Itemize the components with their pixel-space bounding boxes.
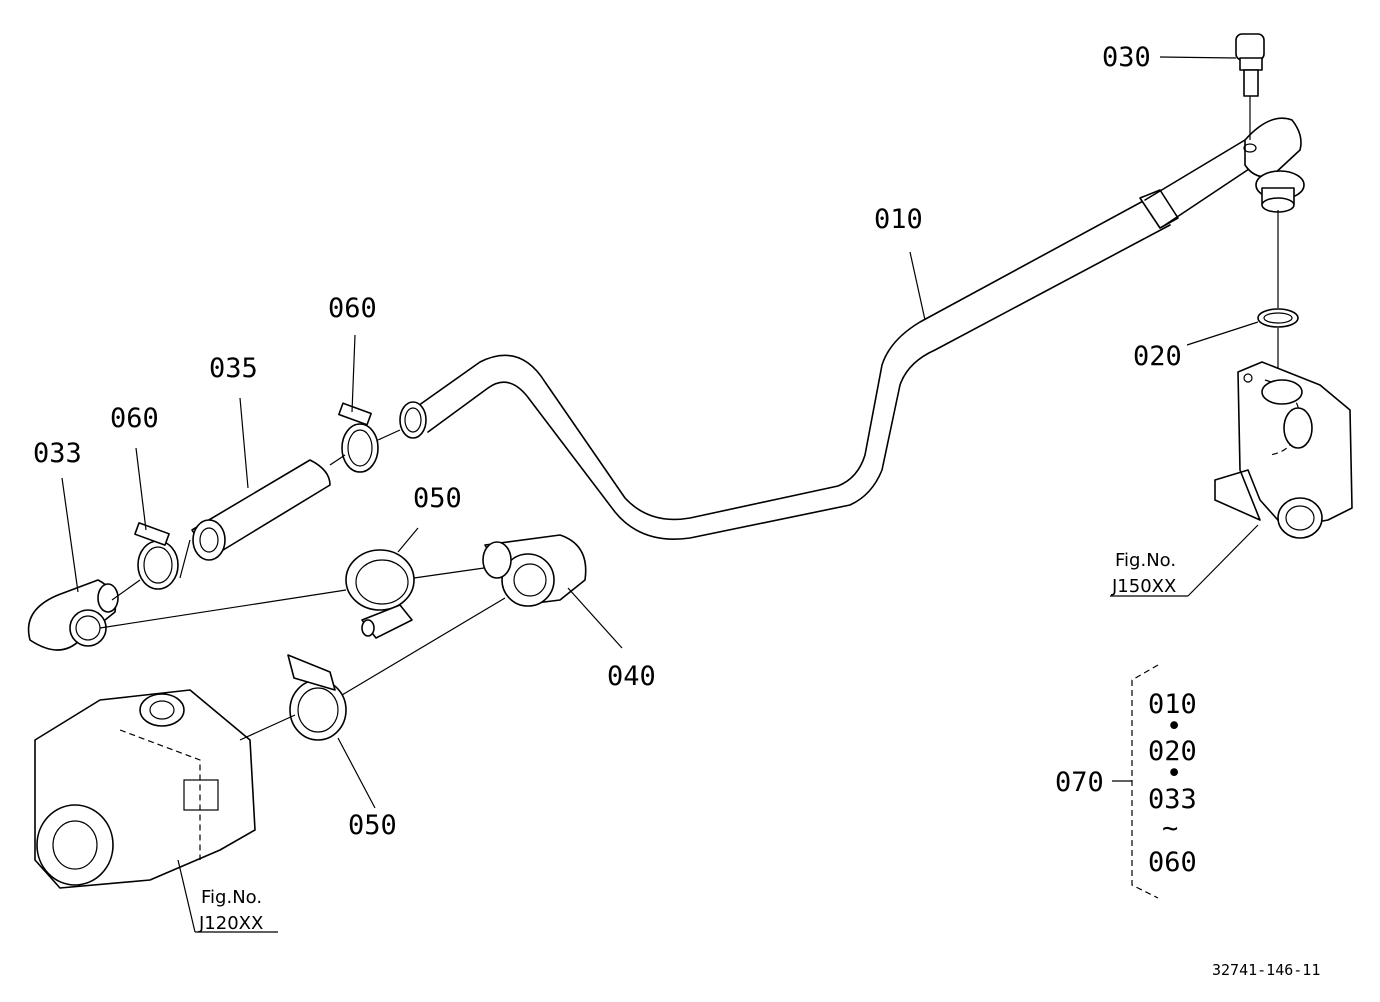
label-060-upper: 060 <box>328 293 377 324</box>
kit-item-033: 033 <box>1148 784 1197 815</box>
label-035: 035 <box>209 353 258 384</box>
pipe-010 <box>399 117 1305 540</box>
label-010: 010 <box>874 204 923 235</box>
fig-upper-number: J150XX <box>1111 576 1176 597</box>
elbow-033 <box>27 579 119 651</box>
fig-upper-title: Fig.No. <box>1115 550 1176 571</box>
kit-separator-3: ~ <box>1162 813 1178 844</box>
clamp-060-lower <box>134 522 179 590</box>
leader-lines <box>61 56 1259 933</box>
label-040: 040 <box>607 661 656 692</box>
hose-035 <box>191 459 331 561</box>
kit-item-010: 010 <box>1148 689 1197 720</box>
kit-bracket <box>1112 664 1159 899</box>
kit-item-060: 060 <box>1148 847 1197 878</box>
label-030: 030 <box>1102 42 1151 73</box>
pump-lower <box>34 689 256 889</box>
label-050-lower: 050 <box>348 810 397 841</box>
kit-item-020: 020 <box>1148 736 1197 767</box>
label-070: 070 <box>1055 767 1104 798</box>
label-050-upper: 050 <box>413 483 462 514</box>
hose-040 <box>482 534 587 607</box>
clamp-060-upper <box>338 402 379 473</box>
kit-separator-1: • <box>1166 711 1182 742</box>
fig-lower-number: J120XX <box>198 913 263 934</box>
kit-separator-2: • <box>1166 758 1182 789</box>
label-033: 033 <box>33 438 82 469</box>
o-ring-020 <box>1257 210 1299 380</box>
housing-upper <box>1214 361 1353 539</box>
label-060-lower: 060 <box>110 403 159 434</box>
clamp-050-upper <box>345 549 415 639</box>
bolt-030 <box>1235 33 1265 140</box>
label-020: 020 <box>1133 341 1182 372</box>
fig-lower-title: Fig.No. <box>201 887 262 908</box>
clamp-050-lower <box>287 654 347 741</box>
diagram-code: 32741-146-11 <box>1212 961 1320 979</box>
